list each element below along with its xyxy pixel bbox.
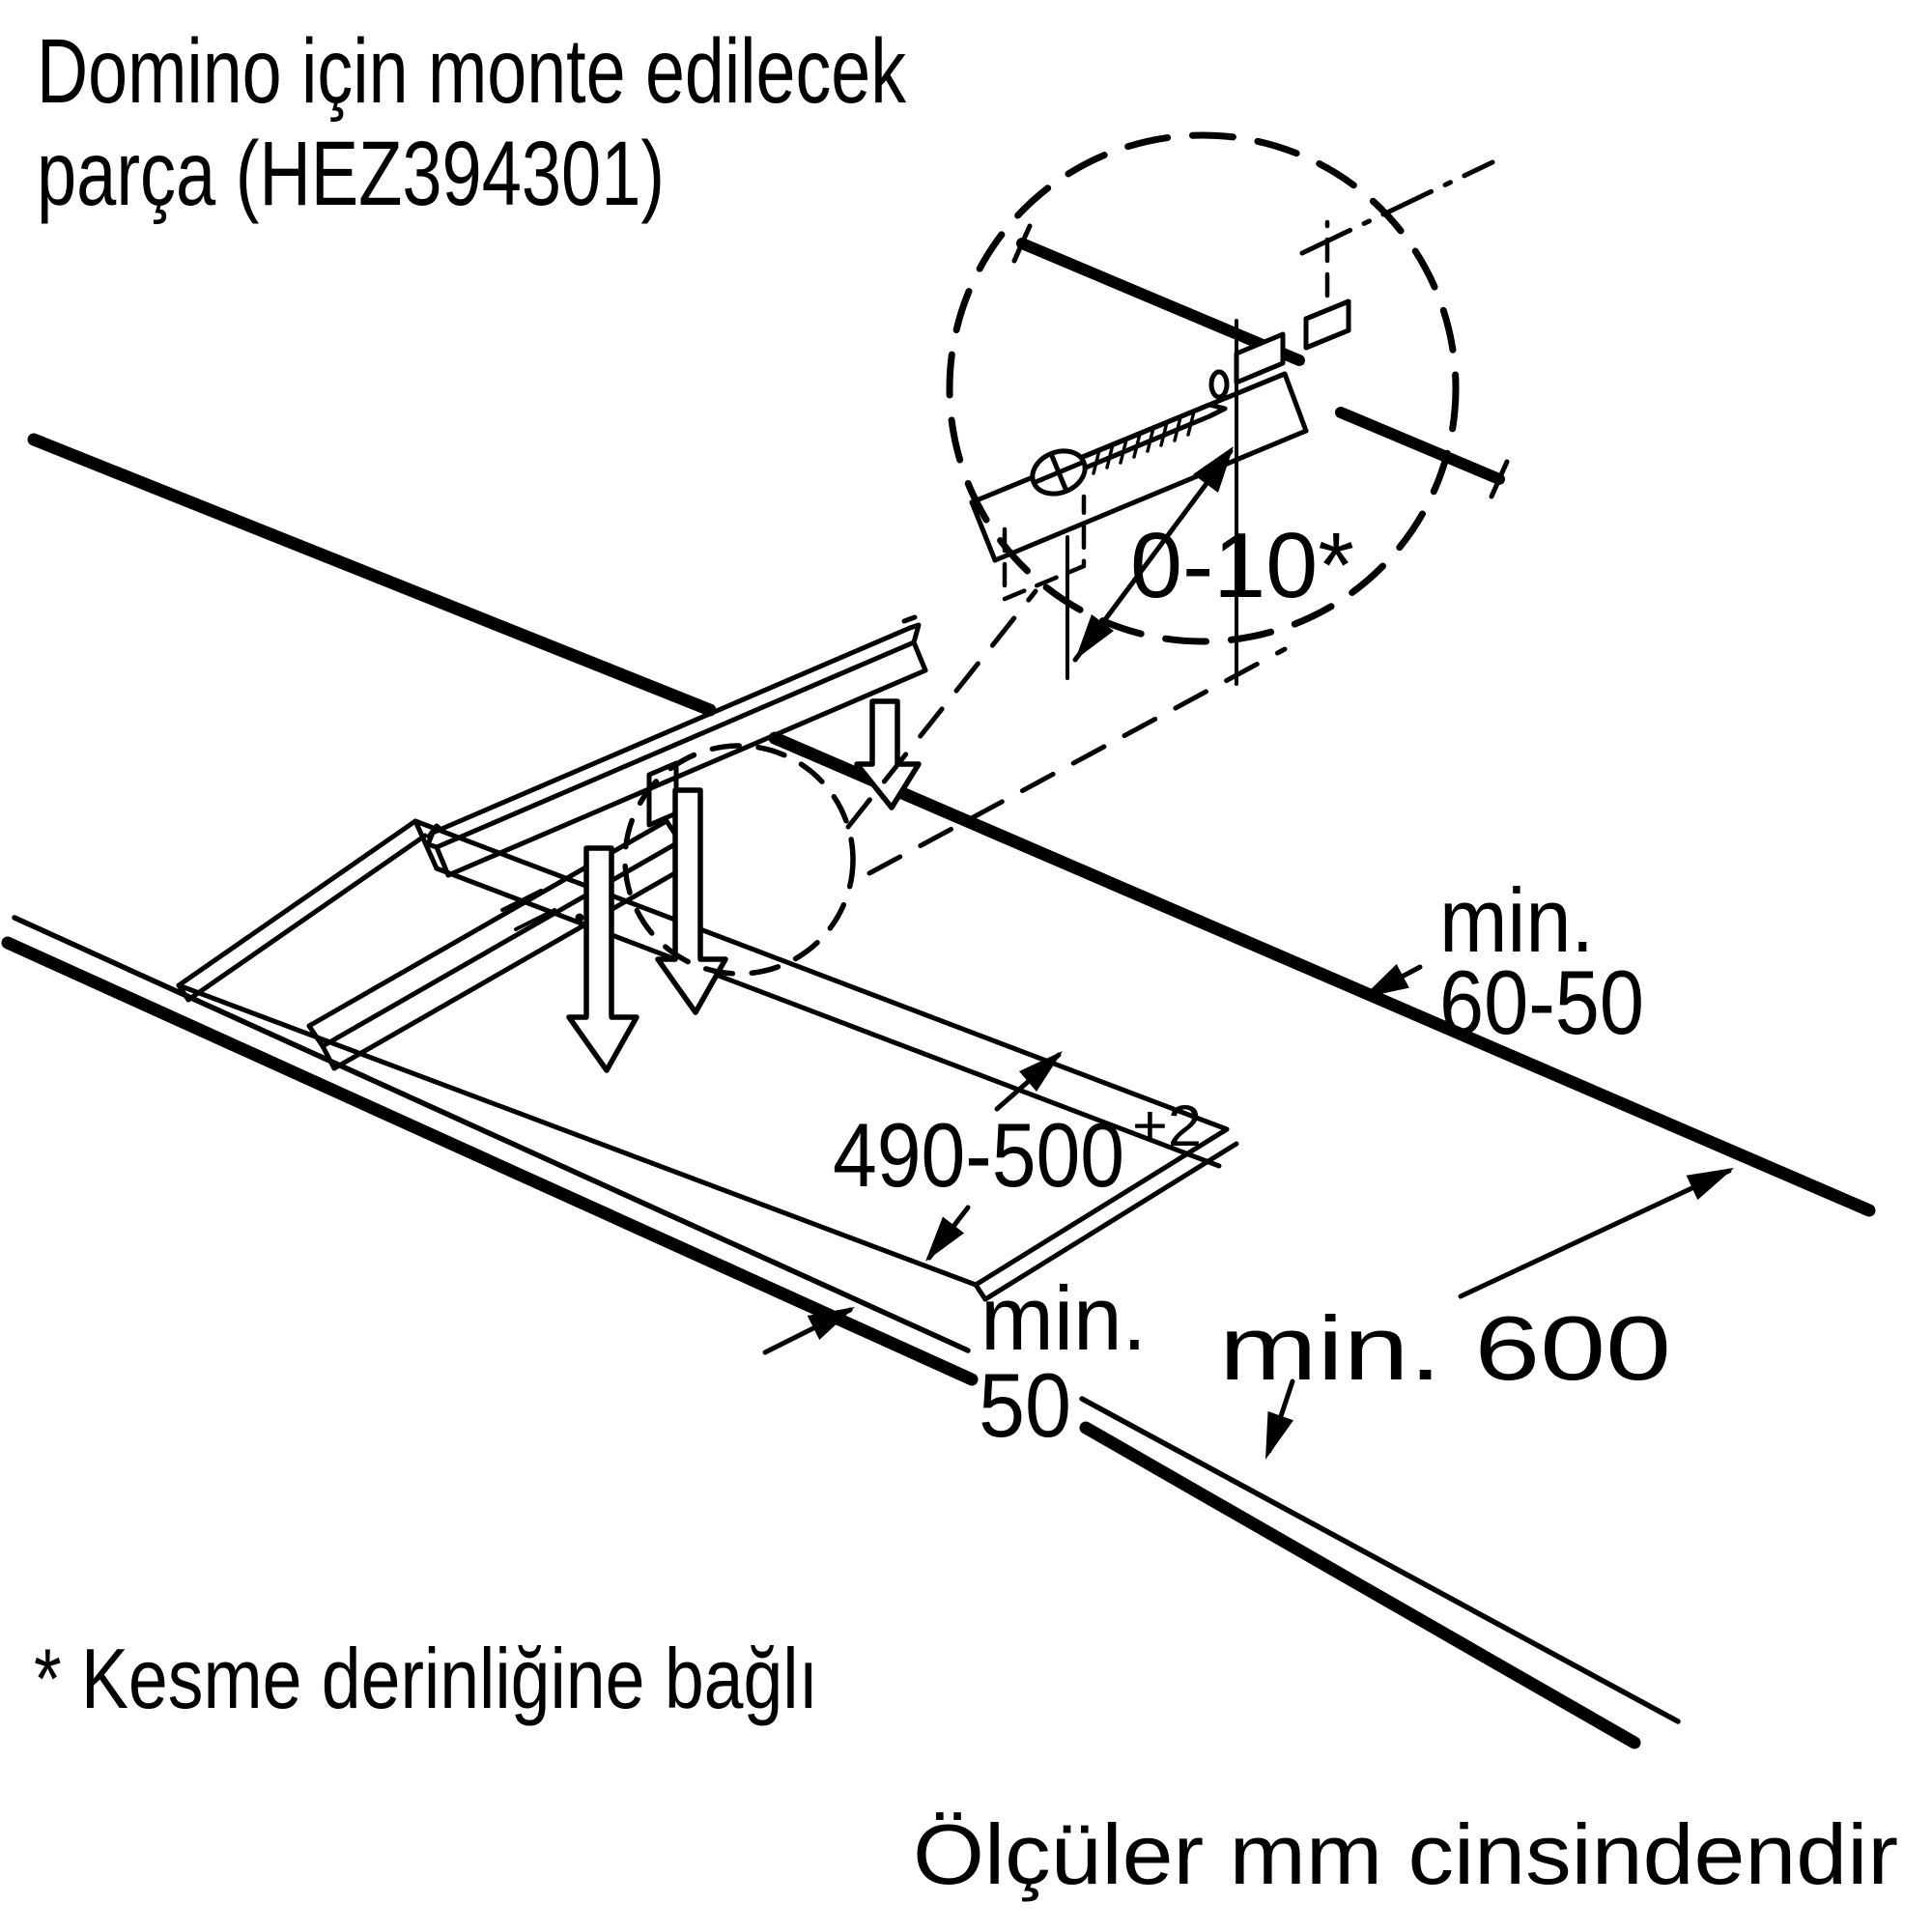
cutout-width-label: 490-500 bbox=[833, 1104, 1124, 1206]
cutout-width-arrowhead-lower bbox=[925, 1216, 964, 1262]
detail-cut-edge-right bbox=[1335, 407, 1505, 485]
rear-overhang-label-line2: 60-50 bbox=[1439, 952, 1644, 1053]
strip-bottom-edge bbox=[445, 668, 928, 878]
detail-centerline bbox=[1299, 159, 1495, 256]
detail-dimension-arrowhead-lower bbox=[1075, 614, 1114, 660]
cutout-left-edge-inner bbox=[185, 833, 428, 1003]
detail-leader-upper bbox=[845, 588, 1038, 830]
detail-cut-edge-right-tick bbox=[1489, 459, 1510, 499]
detail-screw-hole bbox=[1208, 369, 1230, 400]
insertion-arrow-3 bbox=[854, 698, 922, 810]
rear-overhang-arrowhead bbox=[1362, 964, 1409, 998]
cutout-width-arrowhead-upper bbox=[1019, 1051, 1063, 1092]
cutout-rear-edge bbox=[412, 818, 1230, 1132]
insertion-arrows bbox=[566, 698, 922, 1073]
cross-rail-front-face bbox=[306, 1023, 337, 1071]
screw-tip bbox=[1207, 402, 1228, 419]
strip-right-end-notch bbox=[901, 614, 918, 624]
detail-strip-bottom-edge bbox=[992, 428, 1309, 563]
cross-rail-dot-1 bbox=[575, 913, 584, 923]
detail-circle-outline bbox=[946, 131, 1460, 645]
screw-shank-top bbox=[1083, 402, 1212, 459]
cutting-depth-footnote: * Kesme derinliğine bağlı bbox=[34, 1631, 818, 1726]
strip-inner-top-edge bbox=[434, 639, 917, 850]
strip-right-end bbox=[907, 622, 928, 673]
screw-shank-bottom bbox=[1083, 413, 1212, 470]
front-edge-thick-left bbox=[1, 936, 979, 1386]
cross-rail-mid-edge bbox=[320, 838, 683, 1049]
cutout-right-edge bbox=[973, 1126, 1230, 1288]
worktop-depth-arrowhead-lower bbox=[1265, 1411, 1293, 1460]
front-web-label-line2: 50 bbox=[979, 1354, 1071, 1456]
screw-cross-slot-2 bbox=[1049, 453, 1068, 492]
page-title: Domino için monte edilecek parça (HEZ394… bbox=[37, 20, 906, 225]
front-edge-thick-right bbox=[1079, 1421, 1641, 1749]
title-line-2: parça (HEZ394301) bbox=[37, 123, 665, 225]
title-line-1: Domino için monte edilecek bbox=[37, 20, 906, 123]
connecting-strip bbox=[425, 614, 928, 878]
front-web-label-line1: min. bbox=[980, 1267, 1147, 1369]
strip-left-end-notch bbox=[426, 823, 446, 839]
detail-cut-edge-left bbox=[1016, 238, 1305, 366]
worktop-depth-arrow-upper bbox=[1458, 1168, 1732, 1299]
dimension-front-web bbox=[762, 1307, 855, 1355]
detail-dimension-arrowhead-upper bbox=[1193, 446, 1234, 493]
detail-hidden-pocket bbox=[1002, 494, 1087, 602]
cutout-left-edge bbox=[176, 818, 418, 988]
detail-circle bbox=[946, 131, 1510, 686]
worktop-depth-arrowhead-upper bbox=[1686, 1168, 1734, 1201]
cross-rail-rear-tab bbox=[646, 760, 679, 828]
detail-dimension-label: 0-10* bbox=[1130, 514, 1354, 617]
worktop-front-edge bbox=[1, 915, 1681, 1749]
front-edge-thin-left bbox=[12, 915, 971, 1353]
strip-outer-top-edge bbox=[430, 625, 913, 836]
detail-cut-edge-left-tick bbox=[1011, 223, 1033, 264]
detail-strip-left-end bbox=[969, 499, 998, 563]
worktop-rear-edge bbox=[27, 433, 1876, 1217]
insertion-arrow-2 bbox=[655, 787, 728, 1015]
insertion-arrow-1 bbox=[566, 845, 639, 1073]
cutout-rear-wall-bottom bbox=[434, 866, 1222, 1169]
dimension-rear-overhang bbox=[1362, 964, 1423, 999]
detail-strip-right-end bbox=[1282, 371, 1309, 434]
joint-reference-circle bbox=[622, 743, 856, 977]
cutout-width-tolerance: +2 bbox=[1132, 1094, 1202, 1158]
detail-strip-tab-2 bbox=[1303, 298, 1351, 351]
dimension-cutout-width bbox=[925, 1051, 1063, 1262]
worktop-depth-label: min. 600 bbox=[1219, 1297, 1671, 1399]
worktop-cutout bbox=[176, 818, 1239, 1302]
detail-leader-lower bbox=[867, 646, 1288, 876]
cutout-right-corner-tick bbox=[973, 1282, 988, 1302]
screw-threads bbox=[1092, 410, 1196, 475]
units-footnote: Ölçüler mm cinsindendir bbox=[913, 1806, 1898, 1902]
cross-rail-bottom-edge bbox=[331, 861, 695, 1071]
dimension-worktop-depth bbox=[1265, 1168, 1734, 1460]
front-web-arrowhead bbox=[807, 1307, 855, 1340]
cutout-right-edge-inner bbox=[982, 1141, 1239, 1302]
cross-rail-hatch-1 bbox=[500, 889, 543, 912]
rear-overhang-label-line1: min. bbox=[1439, 869, 1594, 971]
detail-dimension-0-10 bbox=[1065, 319, 1238, 686]
worktop-rear-edge-left bbox=[27, 433, 717, 717]
cutout-left-corner-tick bbox=[176, 982, 191, 1003]
cross-rail-hatch-2 bbox=[514, 908, 556, 931]
worktop-rear-edge-right bbox=[768, 731, 1876, 1217]
front-edge-thin-right bbox=[1079, 1396, 1681, 1724]
cutout-front-edge bbox=[176, 982, 979, 1288]
screw-icon bbox=[1030, 402, 1228, 497]
